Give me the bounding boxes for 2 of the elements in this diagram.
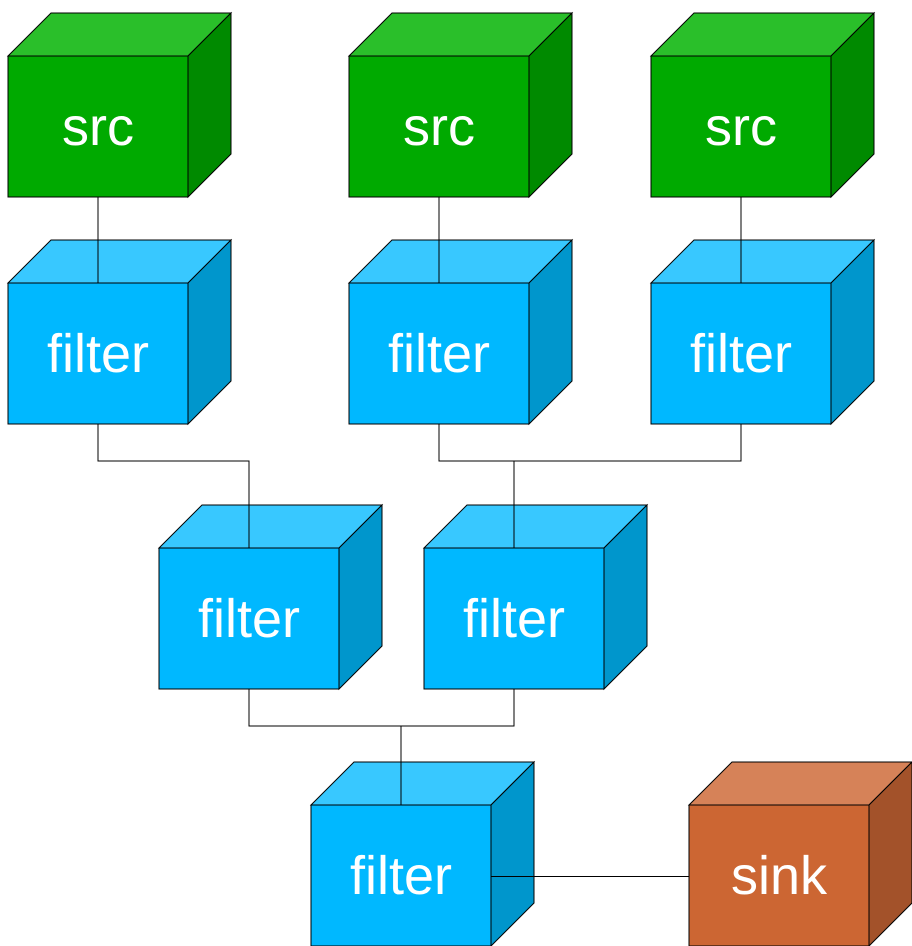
connector-line bbox=[490, 876, 690, 877]
connector-line bbox=[98, 424, 250, 548]
